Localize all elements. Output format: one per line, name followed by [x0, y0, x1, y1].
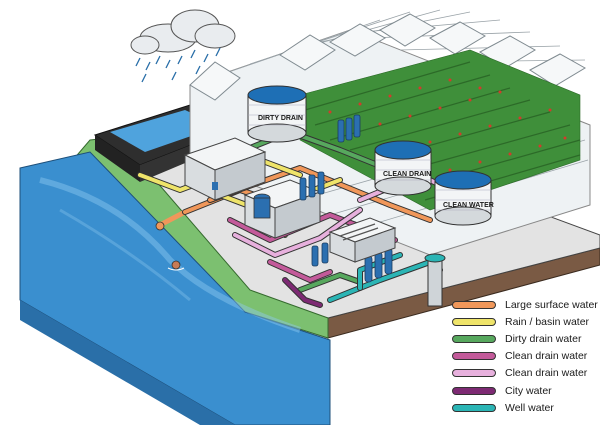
legend-label: Clean drain water: [505, 367, 588, 380]
clean-water-label: CLEAN WATER: [443, 202, 494, 209]
dirty-drain-tank: [247, 85, 307, 143]
legend-item: Rain / basin water: [452, 313, 598, 330]
legend-label: Rain / basin water: [505, 315, 590, 328]
legend-swatch: [452, 369, 496, 378]
legend-swatch: [452, 317, 496, 326]
clean-drain-tank: [374, 140, 432, 196]
blue-pressure-vessels: [299, 114, 393, 283]
legend-item: Clean drain water: [452, 365, 598, 382]
well-icon: [424, 253, 446, 307]
reverse-osmosis-unit: [328, 217, 397, 263]
legend-item: Large surface water: [452, 296, 598, 313]
tomato-plants: [299, 49, 581, 211]
legend-swatch: [452, 352, 496, 361]
ripple-icon: [167, 267, 185, 271]
clean-water-tank: [434, 170, 492, 226]
dirty-drain-label: DIRTY DRAIN: [258, 115, 303, 122]
swimmer-icon: [171, 260, 181, 270]
legend-item: Dirty drain water: [452, 330, 598, 347]
legend: Large surface water Rain / basin water D…: [452, 296, 598, 416]
legend-label: City water: [505, 384, 552, 397]
legend-item: Clean drain water: [452, 348, 598, 365]
legend-swatch: [452, 386, 496, 395]
rain-cloud-icon: [130, 9, 236, 55]
legend-swatch: [452, 334, 496, 343]
rain-basin-side: [95, 135, 140, 182]
legend-item: Well water: [452, 399, 598, 416]
lake-highlight-2: [59, 208, 191, 302]
legend-label: Dirty drain water: [505, 332, 582, 345]
rain-drops-icon: [135, 47, 221, 83]
legend-item: City water: [452, 382, 598, 399]
legend-swatch: [452, 403, 496, 412]
lake-highlight: [39, 177, 301, 333]
legend-label: Well water: [505, 401, 554, 414]
lake-front: [20, 168, 235, 425]
legend-swatch: [452, 300, 496, 309]
intake-icon: [155, 221, 165, 231]
tomato-fruits: [328, 78, 567, 172]
legend-label: Clean drain water: [505, 350, 588, 363]
intake-pipe: [157, 209, 188, 228]
legend-label: Large surface water: [505, 298, 598, 311]
clean-drain-label: CLEAN DRAIN: [383, 171, 431, 178]
filtration-units: [183, 137, 267, 201]
